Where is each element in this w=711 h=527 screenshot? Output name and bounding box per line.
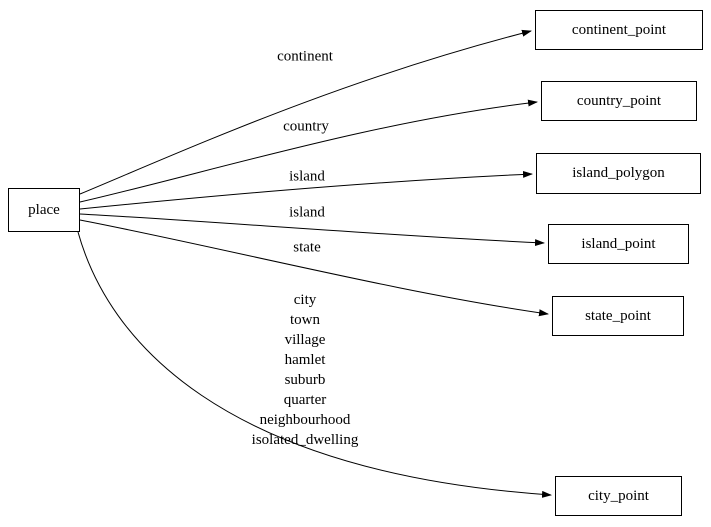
edge-label-state: state: [293, 239, 321, 256]
node-city-point: city_point: [555, 476, 682, 516]
node-continent-point: continent_point: [535, 10, 703, 50]
edge-place-island-polygon: [79, 170, 533, 210]
edge-place-country-point: [79, 99, 538, 203]
edge-label-country: country: [283, 118, 329, 135]
node-state-point: state_point: [552, 296, 684, 336]
node-island-polygon: island_polygon: [536, 153, 701, 194]
edge-label-city-group: city town village hamlet suburb quarter …: [251, 292, 359, 448]
edge-label-island-point: island: [289, 204, 325, 221]
node-place: place: [8, 188, 80, 232]
edge-label-island-polygon: island: [289, 168, 325, 185]
node-country-point: country_point: [541, 81, 697, 121]
edge-place-continent-point: [79, 29, 532, 195]
edge-place-state-point: [79, 219, 549, 317]
node-island-point: island_point: [548, 224, 689, 264]
edge-place-island-point: [79, 213, 545, 247]
edge-place-city-point: [77, 231, 552, 498]
edge-label-continent: continent: [277, 48, 333, 65]
